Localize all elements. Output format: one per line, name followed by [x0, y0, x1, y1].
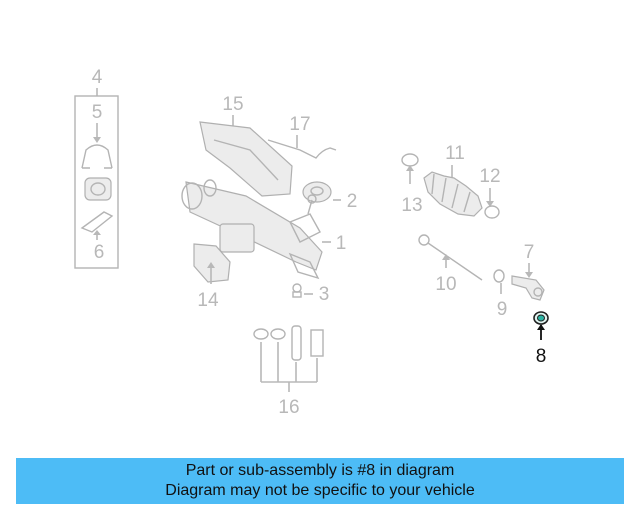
banner-line-2: Diagram may not be specific to your vehi… [165, 482, 475, 499]
callout-12: 12 [479, 166, 500, 187]
castle-nut-highlighted[interactable]: 8 [533, 311, 549, 367]
banner-line-1: Part or sub-assembly is #8 in diagram [185, 462, 455, 479]
callout-13: 13 [401, 195, 422, 216]
callout-17: 17 [289, 114, 310, 135]
rack-bracket: 14 [193, 243, 231, 311]
callout-8: 8 [536, 346, 547, 367]
info-banner: Part or sub-assembly is #8 in diagram Di… [16, 458, 624, 504]
callout-4: 4 [92, 67, 103, 88]
callout-16: 16 [278, 397, 299, 418]
rack-boot: 11 [423, 143, 483, 217]
callout-15: 15 [222, 94, 243, 115]
callout-10: 10 [435, 274, 456, 295]
inner-tie-rod: 10 [418, 234, 483, 295]
callout-2: 2 [347, 191, 358, 212]
callout-3: 3 [319, 284, 330, 305]
callout-11: 11 [445, 143, 465, 164]
callout-6: 6 [94, 242, 105, 263]
heat-shield: 15 [199, 94, 293, 197]
callout-7: 7 [524, 242, 535, 263]
mount-bushing: 2 [302, 181, 358, 212]
callout-14: 14 [197, 290, 219, 311]
rack-nut: 3 [292, 283, 330, 305]
bracket-group: 4 5 6 [74, 67, 119, 269]
seal-kit: 16 [253, 325, 324, 418]
callout-5: 5 [92, 102, 103, 123]
callout-1: 1 [336, 233, 347, 254]
jam-nut: 9 [493, 269, 508, 320]
callout-9: 9 [497, 299, 508, 320]
boot-clamp-inner: 13 [401, 153, 423, 216]
steering-rack: 1 [181, 179, 347, 280]
hose: 17 [267, 114, 337, 159]
parts-diagram: 4 5 6 15 17 2 [74, 67, 549, 418]
boot-clamp-outer: 12 [479, 166, 501, 219]
outer-tie-rod-end: 7 [511, 242, 545, 301]
